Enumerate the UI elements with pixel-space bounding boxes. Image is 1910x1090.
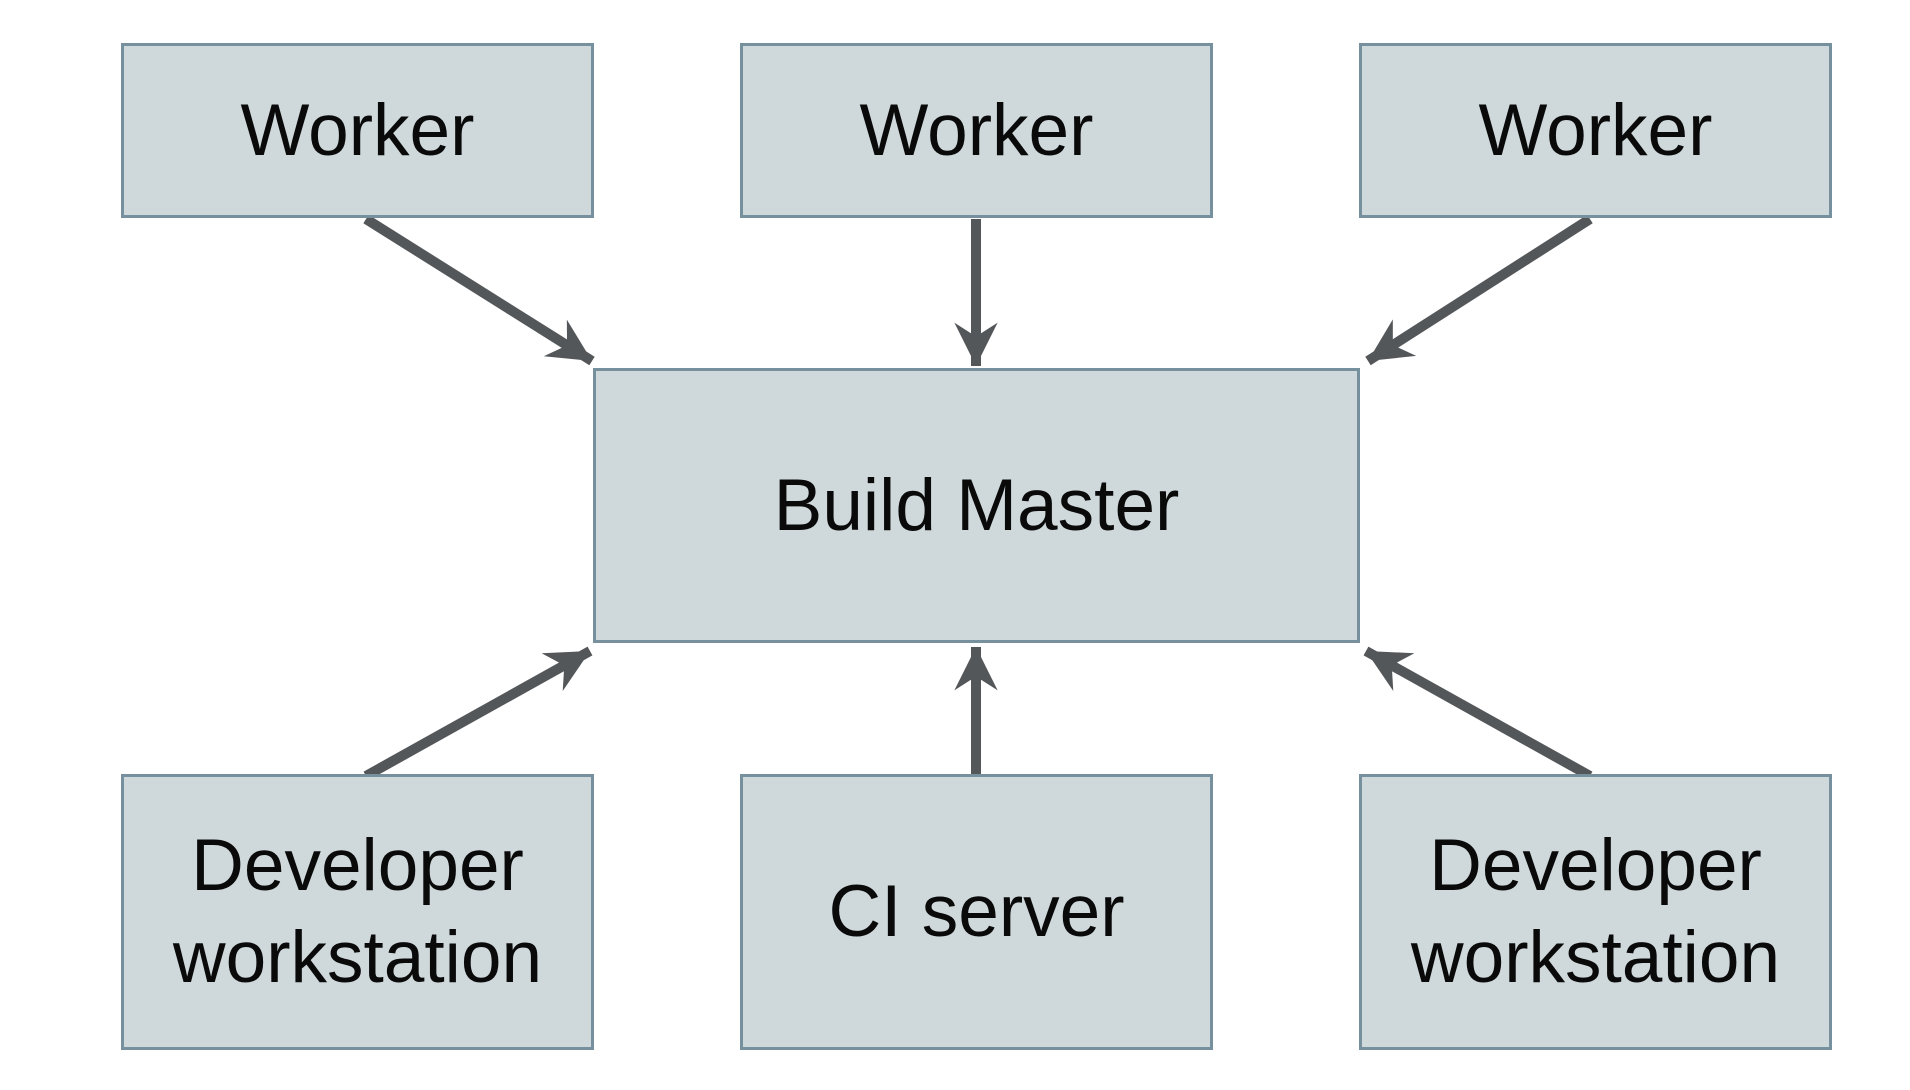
node-developer-workstation-left: Developer workstation [121,774,594,1050]
node-label: Developer workstation [172,825,543,998]
node-developer-workstation-right: Developer workstation [1359,774,1832,1050]
node-worker-left: Worker [121,43,594,218]
node-label: Worker [1478,89,1713,171]
arrow-dev-right-to-build-master [1363,646,1593,781]
node-label: CI server [828,871,1125,953]
node-label: Worker [859,89,1094,171]
arrow-worker-left-to-build-master [363,214,595,366]
node-label: Worker [240,89,475,171]
node-label: Build Master [773,464,1180,546]
arrow-dev-left-to-build-master [363,646,593,781]
node-label: Developer workstation [1410,825,1781,998]
node-worker-right: Worker [1359,43,1832,218]
node-worker-middle: Worker [740,43,1213,218]
node-build-master: Build Master [593,368,1360,643]
node-ci-server: CI server [740,774,1213,1050]
arrow-worker-right-to-build-master [1365,214,1593,366]
